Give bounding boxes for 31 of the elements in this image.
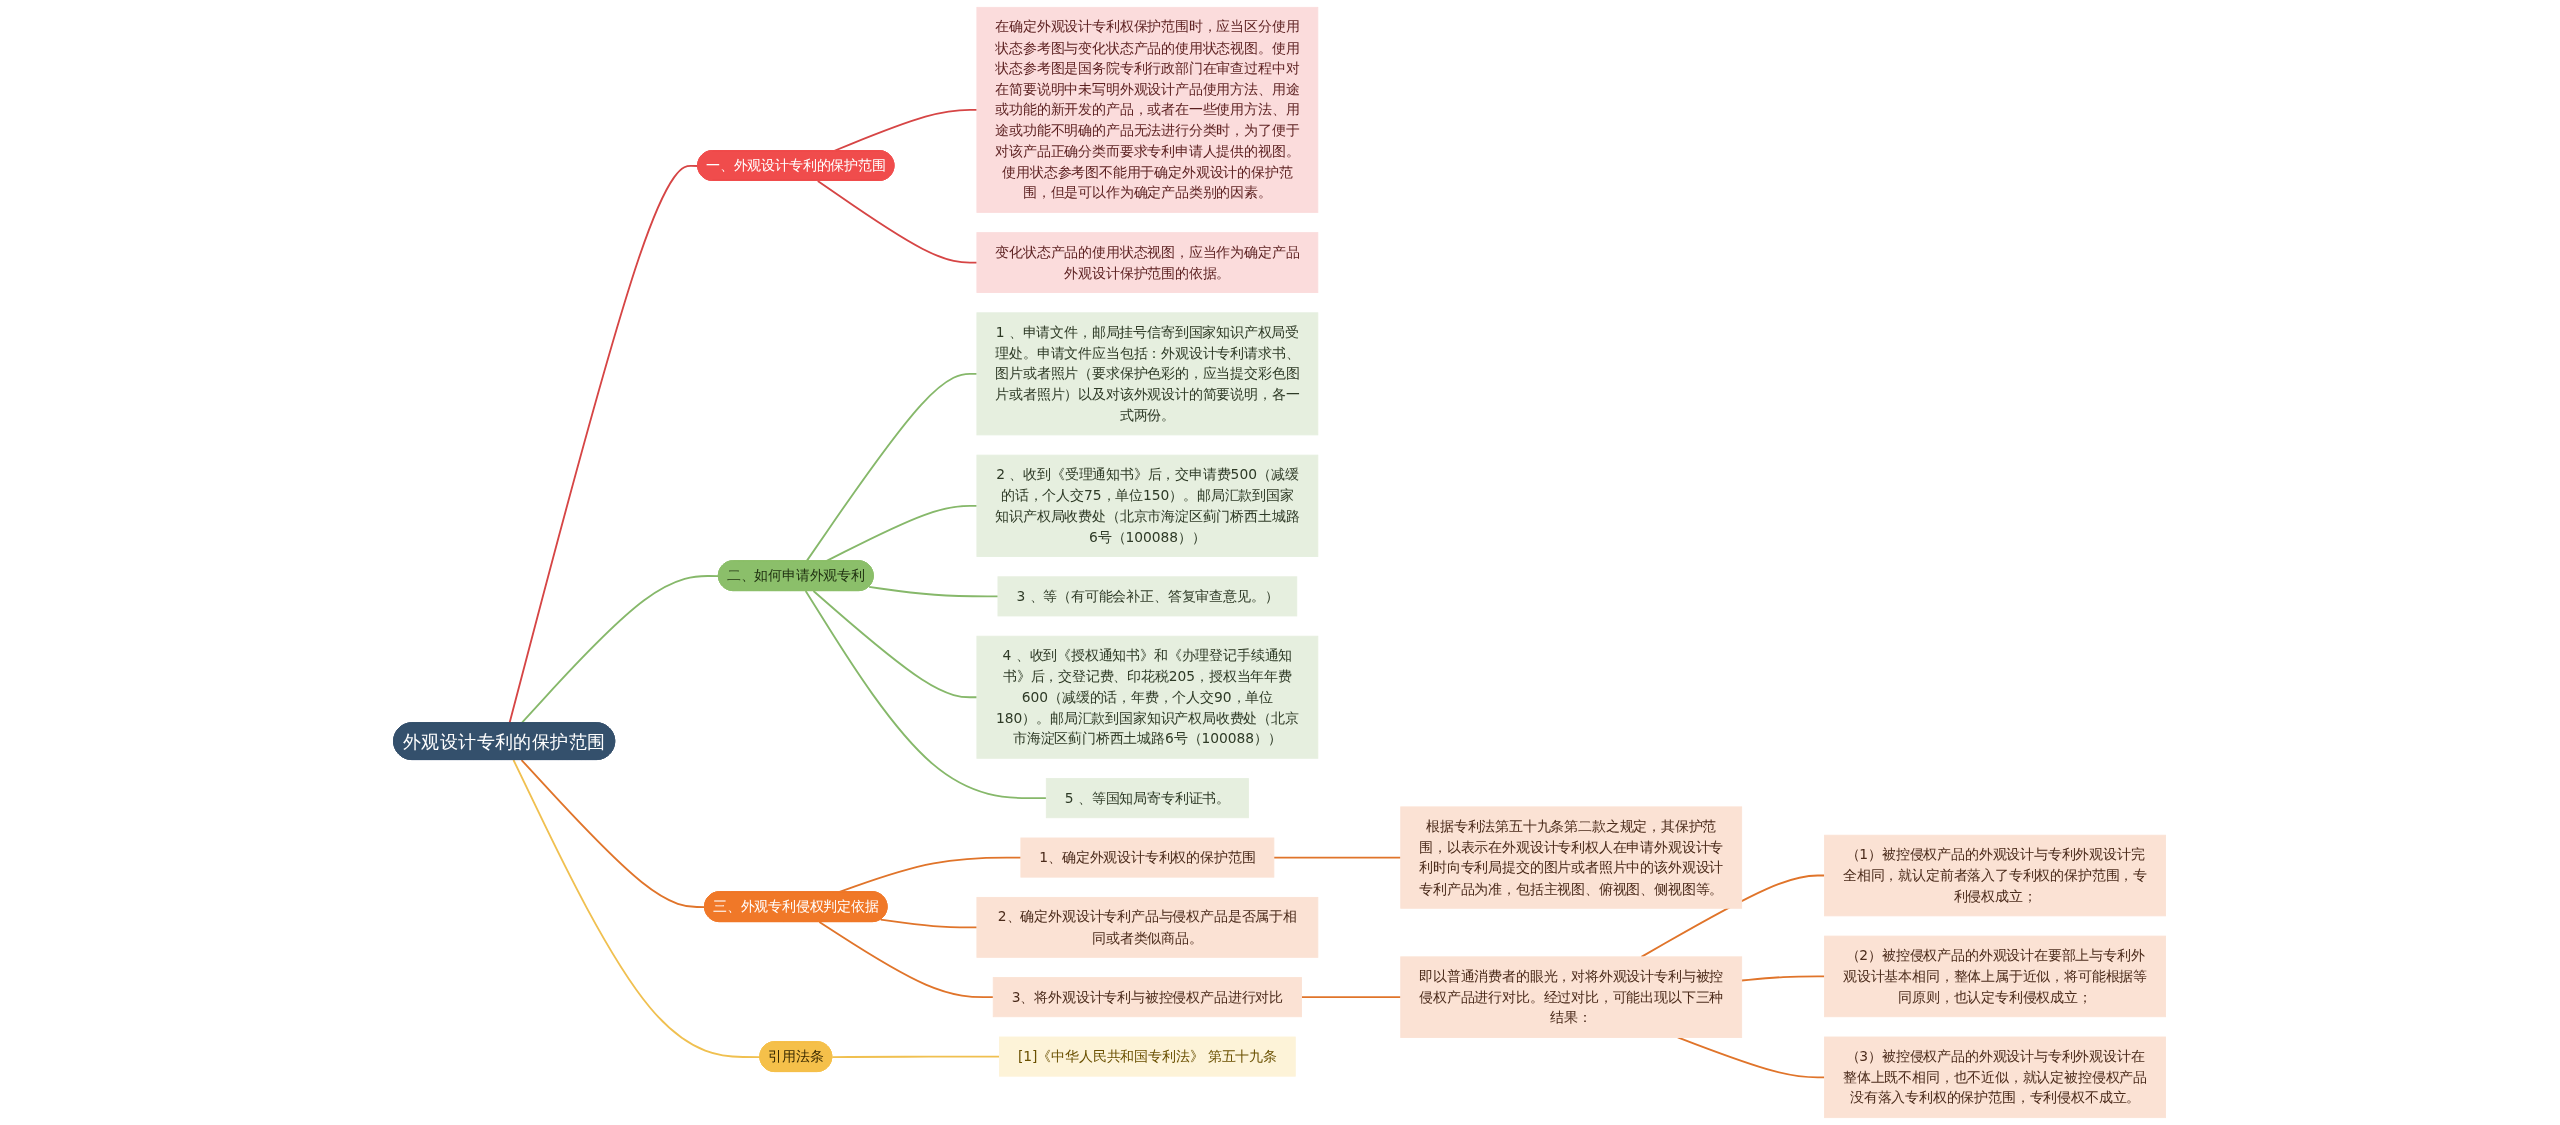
node-box: 4 、收到《授权通知书》和《办理登记手续通知书》后，交登记费、印花税205，授权当年年费600（减缓的话，年费，个人交90，单位180）。邮局汇款到国家知识产权局收费处（北京市海淀区蓟门桥西土城路6号（100088）） bbox=[976, 635, 1319, 759]
connector bbox=[1301, 996, 1403, 999]
connector bbox=[818, 921, 995, 999]
node-box: 1、确定外观设计专利权的保护范围 bbox=[1020, 837, 1275, 878]
node-box: 即以普通消费者的眼光，对将外观设计专利与被控侵权产品进行对比。经过对比，可能出现以下三种结果： bbox=[1400, 956, 1743, 1038]
connector bbox=[521, 759, 707, 908]
node-box: 2 、收到《受理通知书》后，交申请费500（减缓的话，个人交75，单位150）。邮局汇款到国家知识产权局收费处（北京市海淀区蓟门桥西土城路6号（100088）） bbox=[976, 454, 1319, 557]
node-box: 2、确定外观设计专利产品与侵权产品是否属于相同或者类似商品。 bbox=[976, 896, 1319, 958]
node-box: 1 、申请文件，邮局挂号信寄到国家知识产权局受理处。申请文件应当包括：外观设计专利请求书、图片或者照片（要求保护色彩的，应当提交彩色图片或者照片）以及对该外观设计的简要说明，各一式两份。 bbox=[976, 312, 1319, 436]
connector bbox=[1640, 874, 1826, 958]
node-box: [1]《中华人民共和国专利法》 第五十九条 bbox=[999, 1036, 1297, 1077]
node-box: （2）被控侵权产品的外观设计在要部上与专利外观设计基本相同，整体上属于近似，将可能根据等同原则，也认定专利侵权成立； bbox=[1824, 935, 2167, 1018]
connector bbox=[805, 590, 1048, 800]
connector bbox=[817, 180, 979, 264]
connector bbox=[1677, 1036, 1826, 1079]
node-box: （1）被控侵权产品的外观设计与专利外观设计完全相同，就认定前者落入了专利权的保护范围，专利侵权成立； bbox=[1824, 834, 2167, 917]
node-box: （3）被控侵权产品的外观设计与专利外观设计在整体上既不相同，也不近似，就认定被控侵权产品没有落入专利权的保护范围，专利侵权不成立。 bbox=[1824, 1036, 2167, 1119]
node-box: 变化状态产品的使用状态视图，应当作为确定产品外观设计保护范围的依据。 bbox=[976, 232, 1319, 293]
connector bbox=[880, 918, 979, 929]
node-box: 3 、等（有可能会补正、答复审查意见。） bbox=[997, 576, 1298, 617]
connector bbox=[833, 108, 979, 152]
node-box: 5 、等国知局寄专利证书。 bbox=[1046, 778, 1250, 819]
connector bbox=[813, 590, 979, 699]
connector bbox=[1273, 856, 1403, 859]
connector bbox=[1741, 975, 1826, 982]
node-box: 在确定外观设计专利权保护范围时，应当区分使用状态参考图与变化状态产品的使用状态视图。使用状态参考图是国务院专利行政部门在审查过程中对在简要说明中未写明外观设计产品使用方法、用途或功能的新开发的产品，或者在一些使用方法、用途或功能不明确的产品无法进行分类时，为了便于对该产品正确分类而要求专利申请人提供的视图。使用状态参考图不能用于确定外观设计的保护范围，但是可以作为确定产品类别的因素。 bbox=[976, 6, 1319, 213]
node-box: 3、将外观设计专利与被控侵权产品进行对比 bbox=[993, 977, 1303, 1018]
node-box: 根据专利法第五十九条第二款之规定，其保护范围，以表示在外观设计专利权人在申请外观设计专利时向专利局提交的图片或者照片中的该外观设计专利产品为准，包括主视图、俯视图、侧视图等。 bbox=[1400, 806, 1743, 909]
connector bbox=[868, 586, 1000, 598]
connector bbox=[513, 759, 762, 1058]
connector bbox=[831, 1055, 1001, 1058]
